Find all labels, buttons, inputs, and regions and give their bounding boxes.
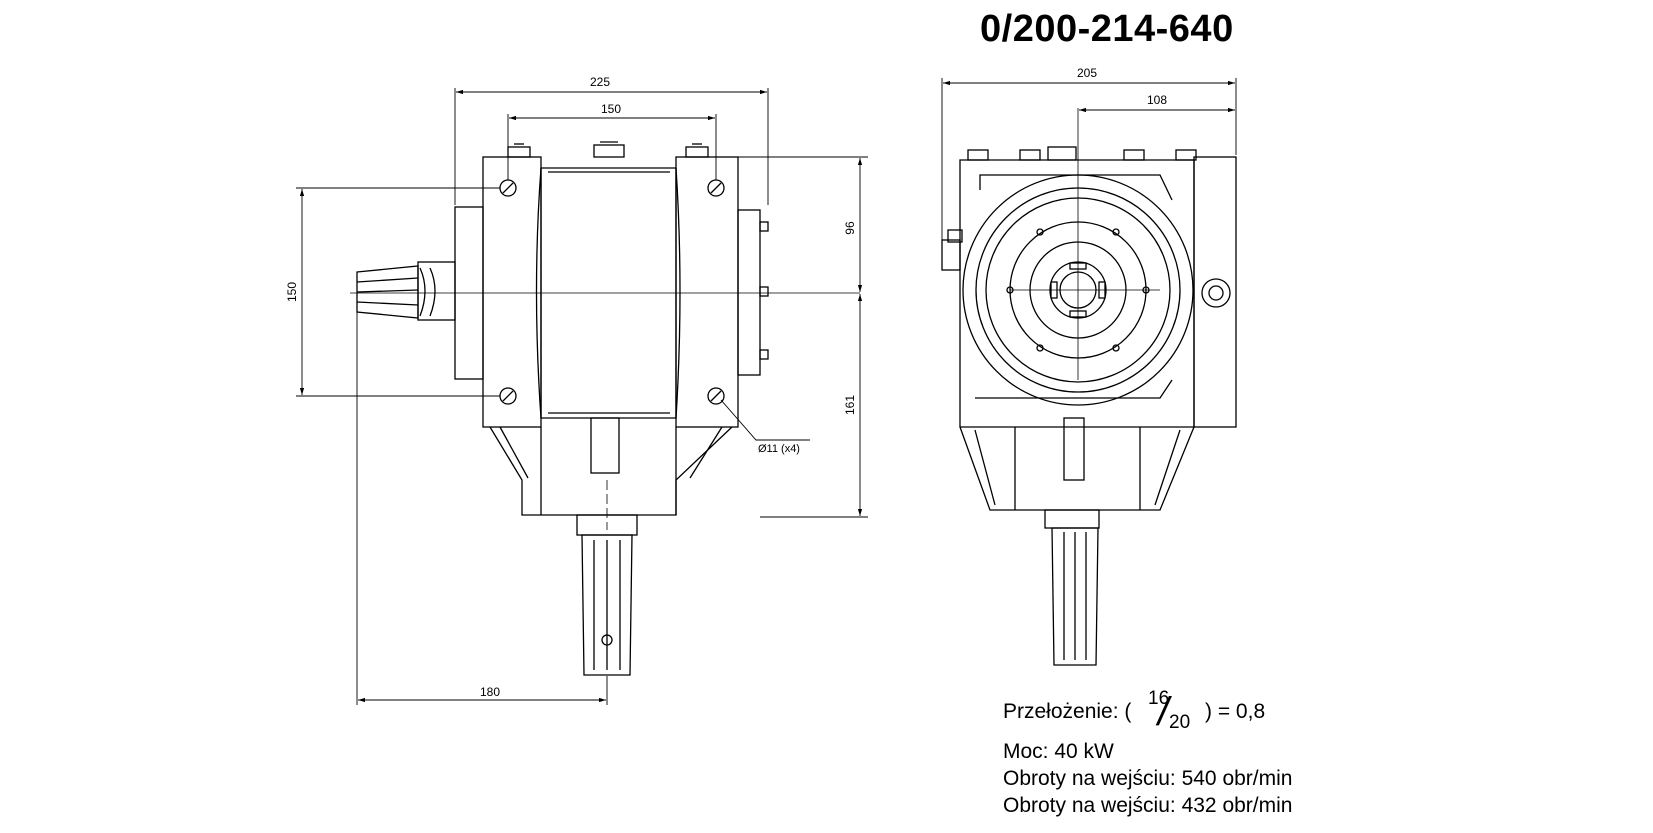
ratio-label: Przełożenie: (: [1003, 700, 1132, 723]
side-top-bolts: [967, 146, 1197, 161]
dim-108: 108: [1147, 93, 1167, 107]
side-right-plate: [1193, 156, 1237, 428]
front-input-shaft: [356, 261, 456, 321]
ratio-numerator: 16: [1148, 688, 1170, 709]
side-main-housing: [959, 159, 1195, 428]
dim-225: 225: [590, 75, 610, 89]
ratio-line: Przełożenie: (: [1003, 700, 1131, 724]
output-speed-spec: Obroty na wejściu: 432 obr/min: [1003, 794, 1293, 817]
side-view: [941, 108, 1237, 666]
side-dimension-labels: 205 108: [1077, 66, 1167, 107]
front-dimension-labels: 225 150 150 96 161 180 Ø11 (x4): [285, 75, 857, 699]
front-view: [350, 141, 860, 676]
side-output-shaft: [1044, 509, 1100, 666]
front-dimensions: [296, 88, 868, 705]
ratio-denominator: 20: [1169, 712, 1191, 733]
dim-205: 205: [1077, 66, 1097, 80]
dim-161: 161: [843, 395, 857, 415]
hole-note: Ø11 (x4): [758, 443, 800, 455]
dim-180: 180: [480, 685, 500, 699]
front-output-shaft: [576, 514, 638, 676]
ratio-result: ) = 0,8: [1205, 700, 1266, 723]
front-top-bolts: [507, 141, 709, 158]
front-bolt-holes: [499, 179, 725, 405]
power-spec: Moc: 40 kW: [1003, 740, 1114, 763]
front-left-bolt-block: [482, 156, 542, 428]
dim-96: 96: [843, 221, 857, 235]
front-right-bolt-block: [675, 156, 739, 428]
front-lower-housing: [489, 417, 733, 516]
side-plug: [1201, 278, 1231, 308]
part-number-title: 0/200-214-640: [980, 8, 1234, 50]
front-right-flange: [737, 209, 761, 376]
side-lower-housing: [959, 417, 1195, 511]
dim-150-top: 150: [601, 102, 621, 116]
dim-150-left: 150: [285, 282, 299, 302]
input-speed-spec: Obroty na wejściu: 540 obr/min: [1003, 767, 1293, 790]
side-dimensions: [941, 78, 1237, 240]
